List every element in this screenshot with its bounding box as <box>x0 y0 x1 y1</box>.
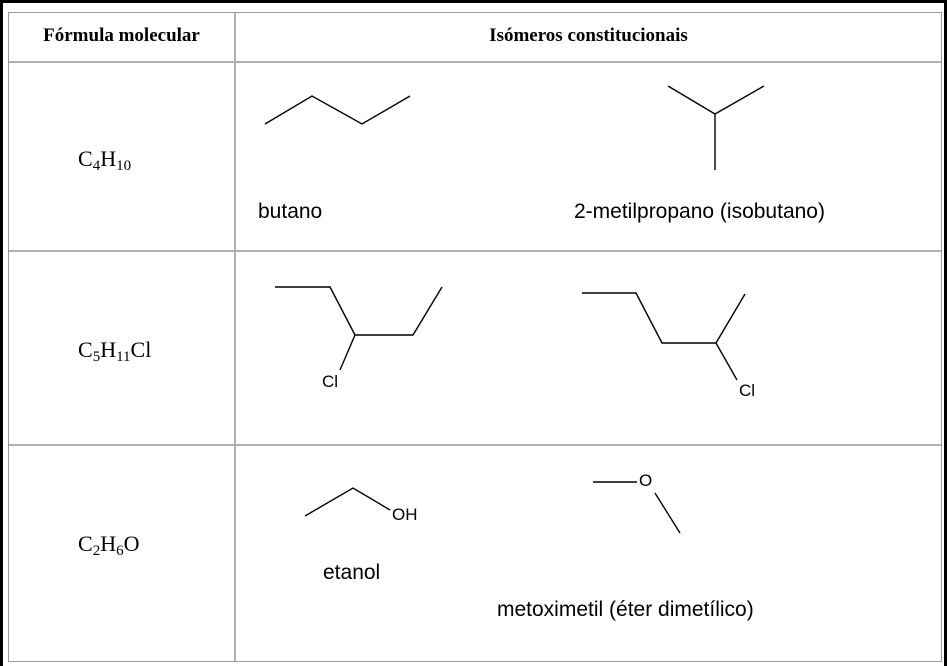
header-divider <box>9 61 941 63</box>
header-molecular-formula: Fórmula molecular <box>43 25 200 46</box>
isomer-name-etanol: etanol <box>323 561 381 584</box>
formula-c5h11cl: C5H11Cl <box>78 337 152 365</box>
atom-o: O <box>639 471 653 490</box>
isomer-name-dimethyl-ether: metoximetil (éter dimetílico) <box>497 598 754 621</box>
formula-c2h6o: C2H6O <box>78 531 140 559</box>
isomer-table <box>8 12 942 662</box>
formula-c4h10: C4H10 <box>78 146 132 174</box>
isomer-name-butano: butano <box>258 200 323 223</box>
header-constitutional-isomers: Isómeros constitucionais <box>489 25 688 46</box>
atom-cl-1: Cl <box>322 372 339 391</box>
atom-cl-2: Cl <box>739 381 756 400</box>
column-divider <box>234 13 236 661</box>
atom-oh: OH <box>392 505 418 524</box>
isomer-name-isobutano: 2-metilpropano (isobutano) <box>574 200 825 223</box>
row-divider-1 <box>9 250 941 252</box>
row-divider-2 <box>9 444 941 446</box>
